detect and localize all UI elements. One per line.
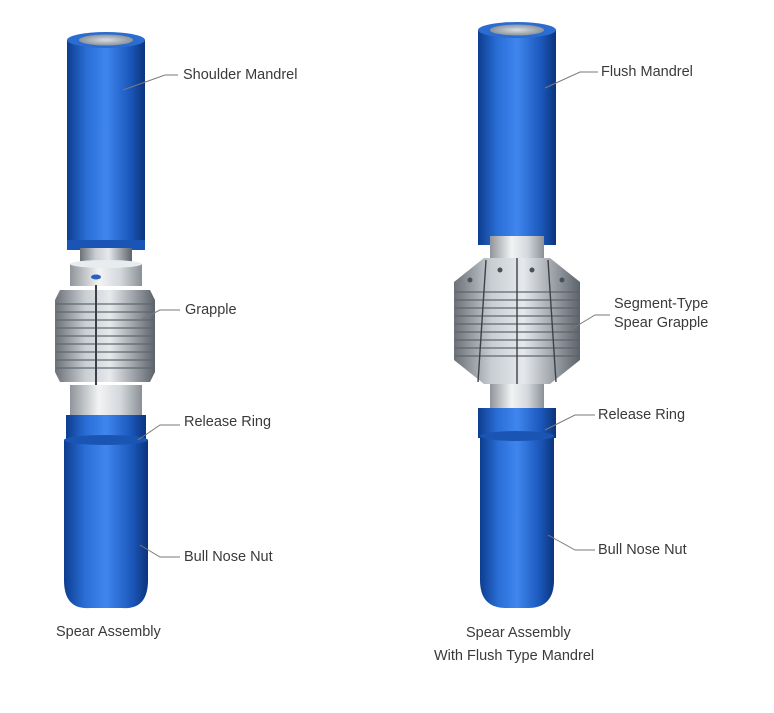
- label-left-release-ring: Release Ring: [184, 414, 271, 430]
- left-bull-nose-nut: [64, 415, 148, 608]
- caption-right-line1: Spear Assembly: [466, 625, 571, 641]
- label-left-bull-nose-nut: Bull Nose Nut: [184, 549, 273, 565]
- caption-right-line2: With Flush Type Mandrel: [434, 648, 594, 664]
- right-bull-nose-nut: [480, 431, 554, 608]
- label-shoulder-mandrel: Shoulder Mandrel: [183, 67, 297, 83]
- label-segment-type: Segment-Type: [614, 296, 708, 312]
- right-spear-tool: [454, 22, 580, 608]
- right-mandrel-body: [478, 30, 556, 245]
- label-right-release-ring: Release Ring: [598, 407, 685, 423]
- left-mandrel-body: [67, 40, 145, 175]
- left-release-ring: [70, 385, 142, 415]
- left-mandrel-lower: [67, 172, 145, 242]
- leader-right-nut: [548, 535, 595, 550]
- right-segment-grapple: [454, 258, 580, 384]
- left-spear-tool: [55, 32, 155, 608]
- label-spear-grapple: Spear Grapple: [614, 315, 708, 331]
- label-grapple: Grapple: [185, 302, 237, 318]
- left-grapple: [55, 275, 155, 395]
- label-right-bull-nose-nut: Bull Nose Nut: [598, 542, 687, 558]
- caption-left: Spear Assembly: [56, 624, 161, 640]
- right-mandrel-bore: [490, 25, 544, 36]
- left-mandrel-bore: [79, 35, 133, 46]
- label-flush-mandrel: Flush Mandrel: [601, 64, 693, 80]
